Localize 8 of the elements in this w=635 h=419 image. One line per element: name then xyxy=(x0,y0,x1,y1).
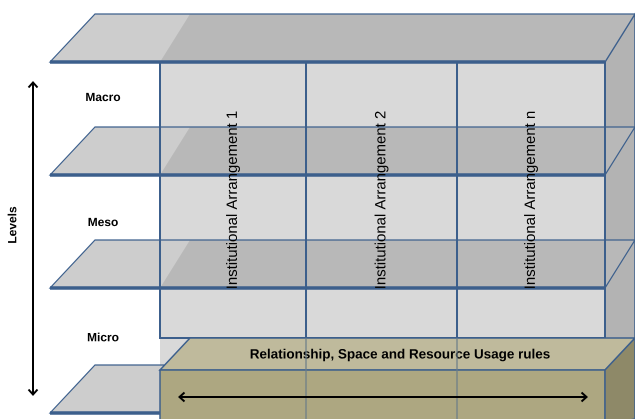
node-label: Relationship, Space and Resource Usage rules xyxy=(250,348,550,362)
column-box: Institutional Arrangement 2 xyxy=(305,61,458,339)
column-box: Institutional Arrangement n xyxy=(456,61,606,339)
column-box: Institutional Arrangement 1 xyxy=(159,61,307,339)
level-label: Macro xyxy=(86,92,120,102)
level-label: Meso xyxy=(88,218,118,226)
axis-label: Levels xyxy=(8,206,16,243)
level-label: Micro xyxy=(88,332,118,342)
